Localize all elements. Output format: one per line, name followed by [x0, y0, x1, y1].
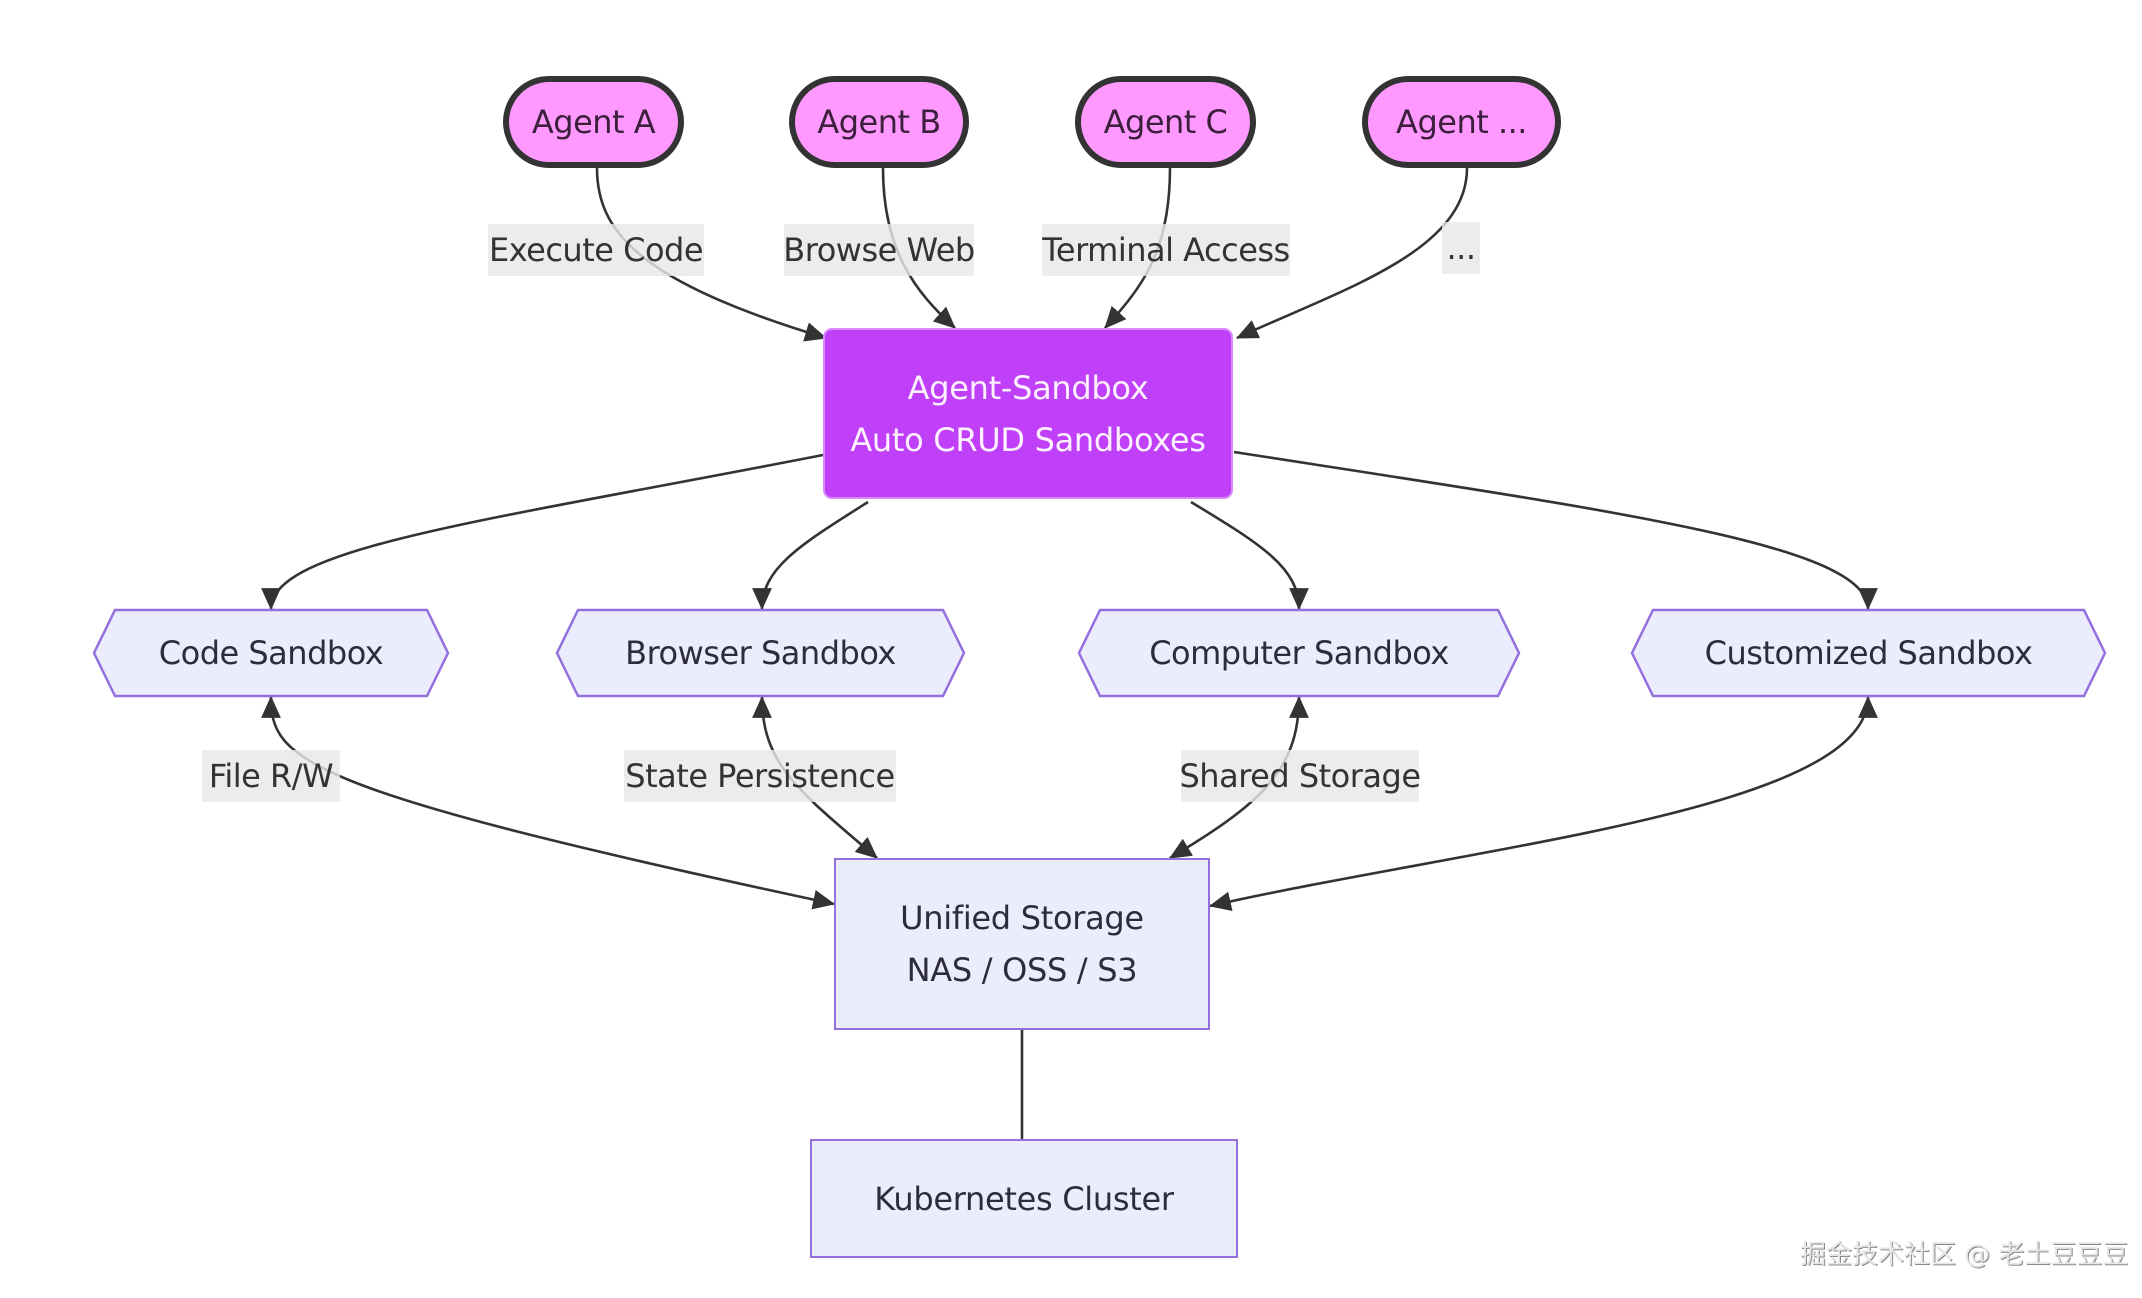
computer-sandbox-label: Computer Sandbox	[1149, 634, 1449, 672]
browser-sandbox-label: Browser Sandbox	[625, 634, 896, 672]
hexagon-shape	[1630, 608, 2107, 698]
edge-agent-more-to-hub	[1236, 167, 1469, 340]
customized-sandbox-node[interactable]: Customized Sandbox	[1630, 608, 2107, 698]
edge-label-browse-web: Browse Web	[783, 224, 975, 276]
edge-hub-to-customized-sandbox	[1233, 450, 1878, 611]
agent-b-node[interactable]: Agent B	[789, 76, 969, 168]
edge-hub-to-code-sandbox	[261, 453, 824, 611]
agent-sandbox-hub[interactable]: Agent-Sandbox Auto CRUD Sandboxes	[823, 328, 1233, 499]
edge-label-shared-storage: Shared Storage	[1179, 750, 1421, 802]
edge-label-file-rw: File R/W	[202, 750, 340, 802]
hub-subtitle: Auto CRUD Sandboxes	[850, 420, 1206, 459]
hub-title: Agent-Sandbox	[907, 368, 1149, 407]
browser-sandbox-node[interactable]: Browser Sandbox	[555, 608, 966, 698]
edge-hub-to-browser-sandbox	[752, 500, 869, 611]
code-sandbox-node[interactable]: Code Sandbox	[92, 608, 450, 698]
agent-a-node[interactable]: Agent A	[503, 76, 684, 168]
agent-more-label: Agent ...	[1396, 103, 1527, 141]
edge-label-more: ...	[1442, 222, 1480, 274]
watermark: 掘金技术社区 @ 老土豆豆豆	[1800, 1240, 2129, 1270]
agent-b-label: Agent B	[817, 103, 941, 141]
computer-sandbox-node[interactable]: Computer Sandbox	[1077, 608, 1521, 698]
edge-customized-sandbox-storage	[1208, 695, 1878, 912]
agent-c-node[interactable]: Agent C	[1075, 76, 1256, 168]
agent-a-label: Agent A	[531, 103, 656, 141]
kubernetes-cluster-node[interactable]: Kubernetes Cluster	[810, 1139, 1238, 1258]
edge-label-execute-code: Execute Code	[488, 224, 704, 276]
edge-label-state-persistence: State Persistence	[624, 750, 896, 802]
code-sandbox-label: Code Sandbox	[158, 634, 384, 672]
edge-code-sandbox-storage	[261, 695, 836, 910]
unified-storage-node[interactable]: Unified Storage NAS / OSS / S3	[834, 858, 1210, 1030]
edge-label-terminal-access: Terminal Access	[1042, 224, 1290, 276]
storage-subtitle: NAS / OSS / S3	[906, 951, 1138, 989]
customized-sandbox-label: Customized Sandbox	[1704, 634, 2033, 672]
storage-title: Unified Storage	[900, 899, 1144, 937]
agent-more-node[interactable]: Agent ...	[1362, 76, 1561, 168]
cluster-label: Kubernetes Cluster	[874, 1179, 1174, 1218]
hexagon-shape	[555, 608, 966, 698]
edge-hub-to-computer-sandbox	[1190, 500, 1309, 611]
agent-c-label: Agent C	[1103, 103, 1228, 141]
